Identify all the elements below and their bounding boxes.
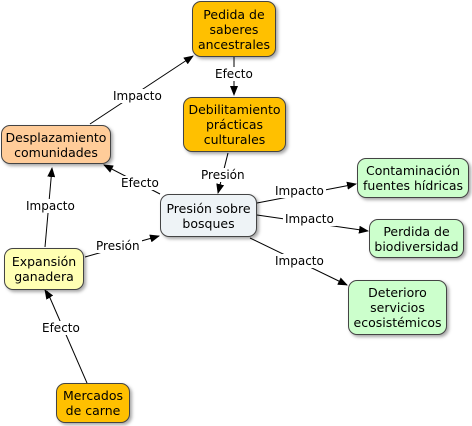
node-biodiversidad-text: Perdida de biodiversidad <box>374 223 459 254</box>
connector-mercados-to-expansion <box>46 290 88 384</box>
node-expansion[interactable]: Expansión ganadera <box>4 248 84 290</box>
link-label-mercados-expansion: Efecto <box>40 321 82 335</box>
node-expansion-text: Expansión ganadera <box>11 254 77 284</box>
node-pedida-saberes[interactable]: Pedida de saberes ancestrales <box>192 1 276 57</box>
link-label-desplazamiento-pedida: Impacto <box>111 89 164 103</box>
node-contaminacion[interactable]: Contaminación fuentes hídricas <box>357 158 469 198</box>
link-label-presion-contaminacion: Impacto <box>273 184 326 198</box>
node-mercados-text: Mercados de carne <box>63 388 123 418</box>
link-label-debilitamiento-presion: Presión <box>199 168 247 182</box>
link-label-presion-desplazamiento: Efecto <box>119 176 161 190</box>
node-presion-bosques[interactable]: Presión sobre bosques <box>160 194 257 237</box>
node-debilitamiento-text: Debilitamiento prácticas culturales <box>188 102 281 147</box>
node-desplazamiento-text: Desplazamiento comunidades <box>5 129 107 160</box>
node-biodiversidad[interactable]: Perdida de biodiversidad <box>369 219 464 258</box>
node-contaminacion-text: Contaminación fuentes hídricas <box>363 163 463 193</box>
link-label-expansion-desplazamiento: Impacto <box>24 199 77 213</box>
node-deterioro[interactable]: Deterioro servicios ecosistémicos <box>348 280 447 335</box>
link-label-pedida-debilitamiento: Efecto <box>213 67 255 81</box>
link-label-presion-deterioro: Impacto <box>273 254 326 268</box>
link-label-presion-biodiversidad: Impacto <box>283 212 336 226</box>
node-debilitamiento[interactable]: Debilitamiento prácticas culturales <box>183 97 286 152</box>
node-presion-bosques-text: Presión sobre bosques <box>166 200 251 231</box>
node-pedida-saberes-text: Pedida de saberes ancestrales <box>197 6 271 52</box>
node-desplazamiento[interactable]: Desplazamiento comunidades <box>1 125 111 164</box>
connector-mercados-to-expansion-head <box>44 289 54 300</box>
link-label-expansion-presion: Presión <box>94 239 142 253</box>
node-deterioro-text: Deterioro servicios ecosistémicos <box>353 285 442 330</box>
node-mercados[interactable]: Mercados de carne <box>56 383 130 423</box>
